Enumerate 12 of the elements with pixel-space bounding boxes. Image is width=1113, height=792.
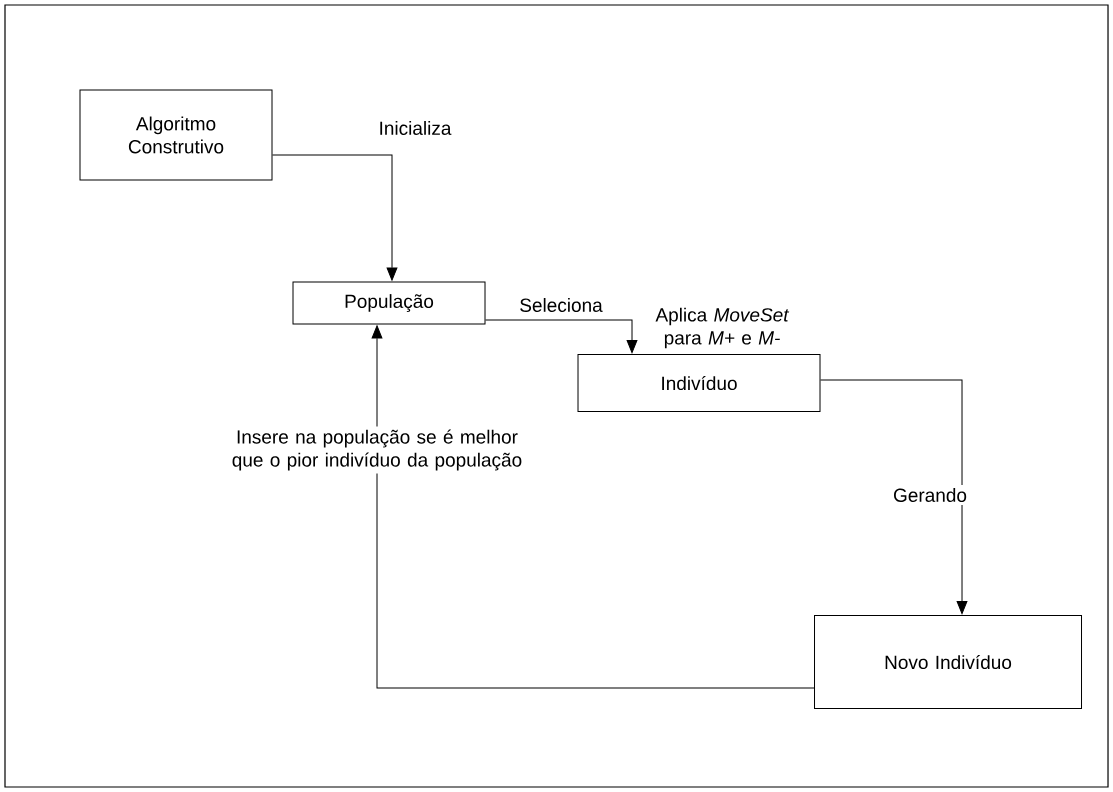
process-box: População — [292, 281, 486, 325]
process-box: Indivíduo — [577, 354, 821, 412]
edge-label: Inicializa — [375, 118, 455, 138]
edge-label: Gerando — [890, 485, 970, 505]
arrow — [272, 154, 398, 281]
arrow — [371, 325, 815, 689]
edge-label: Insere na população se é melhor que o pior indivíduo da população — [224, 426, 530, 474]
arrow — [485, 319, 638, 354]
process-box: Novo Indivíduo — [814, 615, 1082, 709]
process-box: Algoritmo Construtivo — [79, 89, 273, 181]
arrow — [820, 379, 968, 615]
edge-label: Seleciona — [516, 295, 606, 315]
